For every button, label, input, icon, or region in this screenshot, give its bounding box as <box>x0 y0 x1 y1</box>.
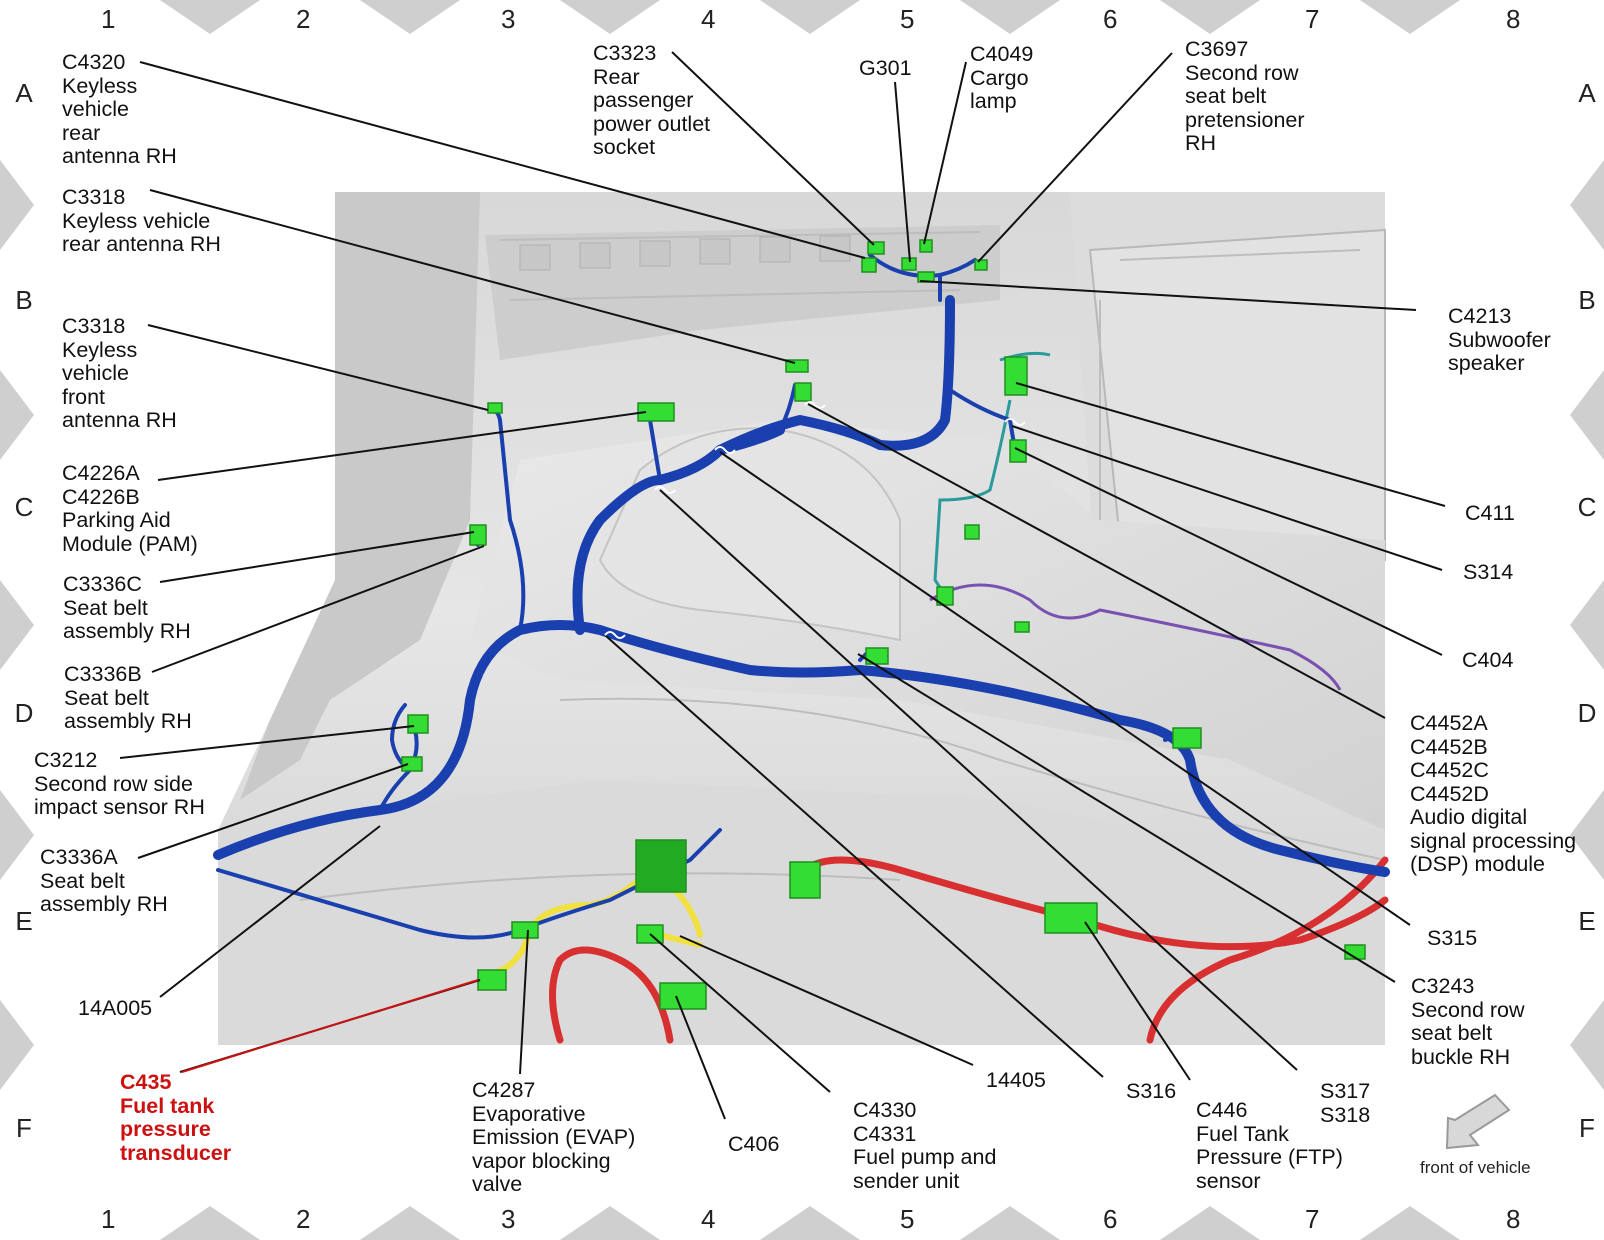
callout-c4213: C4213 Subwoofer speaker <box>1448 304 1551 375</box>
callout-c4330: C4330 C4331 Fuel pump and sender unit <box>853 1098 997 1193</box>
c435-leader <box>181 979 479 1073</box>
callout-c3243: C3243 Second row seat belt buckle RH <box>1411 974 1525 1069</box>
grid-col-label: 5 <box>900 4 915 34</box>
grid-row-label: B <box>15 285 33 315</box>
grid-col-label: 4 <box>701 1204 716 1234</box>
wire-break-marks <box>604 401 1026 639</box>
callout-c4226: C4226A C4226B Parking Aid Module (PAM) <box>62 461 198 556</box>
leader-lines <box>119 51 1446 1120</box>
grid-col-label: 2 <box>296 1204 311 1234</box>
callout-c3697: C3697 Second row seat belt pretensioner … <box>1185 37 1305 155</box>
callout-c3323: C3323 Rear passenger power outlet socket <box>593 41 711 159</box>
grid-row-label: D <box>14 698 34 728</box>
callout-c4452: C4452A C4452B C4452C C4452D Audio digita… <box>1410 711 1577 876</box>
grid-col-label: 8 <box>1506 1204 1521 1234</box>
grid-row-label: C <box>14 492 34 522</box>
callout-c435: C435 Fuel tank pressure transducer <box>120 1070 232 1165</box>
grid-row-label: D <box>1577 698 1597 728</box>
grid-row-label: E <box>1578 906 1596 936</box>
grid-col-label: 8 <box>1506 4 1521 34</box>
callout-s314: S314 <box>1463 560 1514 584</box>
grid-row-label: B <box>1578 285 1596 315</box>
callout-c4049: C4049 Cargo lamp <box>970 42 1034 113</box>
grid-col-label: 4 <box>701 4 716 34</box>
callout-c3318-rear: C3318 Keyless vehicle rear antenna RH <box>62 185 221 256</box>
callout-s317-s318: S317 S318 <box>1320 1079 1371 1127</box>
callout-c4287: C4287 Evaporative Emission (EVAP) vapor … <box>472 1078 636 1196</box>
grid-col-label: 1 <box>101 4 116 34</box>
front-of-vehicle-arrow-icon <box>1445 1093 1511 1150</box>
callout-c3336c: C3336C Seat belt assembly RH <box>63 572 191 643</box>
grid-row-label: E <box>15 906 33 936</box>
callout-14a005: 14A005 <box>78 996 153 1020</box>
callout-c446: C446 Fuel Tank Pressure (FTP) sensor <box>1196 1098 1343 1193</box>
purple-wire <box>929 583 1342 691</box>
callout-c3336a: C3336A Seat belt assembly RH <box>40 845 168 916</box>
grid-col-label: 3 <box>501 1204 516 1234</box>
grid-col-label: 7 <box>1305 4 1320 34</box>
grid-col-label: 6 <box>1103 1204 1118 1234</box>
connectors <box>401 239 1366 1010</box>
grid-row-label: F <box>1579 1113 1595 1143</box>
grid-col-label: 1 <box>101 1204 116 1234</box>
grid-row-label: A <box>15 78 33 108</box>
callout-c406: C406 <box>728 1132 780 1156</box>
grid-col-label: 3 <box>501 4 516 34</box>
grid-row-label: F <box>16 1113 32 1143</box>
callout-c404: C404 <box>1462 648 1514 672</box>
callout-c411: C411 <box>1465 501 1515 525</box>
callout-c3318-front: C3318 Keyless vehicle front antenna RH <box>62 314 177 432</box>
grid-col-label: 5 <box>900 1204 915 1234</box>
callout-c3336b: C3336B Seat belt assembly RH <box>64 662 192 733</box>
grid-col-label: 2 <box>296 4 311 34</box>
grid-row-label: C <box>1577 492 1597 522</box>
callout-14405: 14405 <box>986 1068 1046 1092</box>
grid-row-label: A <box>1578 78 1596 108</box>
grid-col-label: 7 <box>1305 1204 1320 1234</box>
front-of-vehicle-label: front of vehicle <box>1420 1158 1531 1177</box>
callout-c4320: C4320 Keyless vehicle rear antenna RH <box>62 50 177 168</box>
grid-col-label: 6 <box>1103 4 1118 34</box>
callout-s315: S315 <box>1427 926 1478 950</box>
main-harness-blue <box>213 295 1390 877</box>
callout-g301: G301 <box>859 56 912 80</box>
callout-s316: S316 <box>1126 1079 1177 1103</box>
callout-c3212: C3212 Second row side impact sensor RH <box>34 748 205 819</box>
